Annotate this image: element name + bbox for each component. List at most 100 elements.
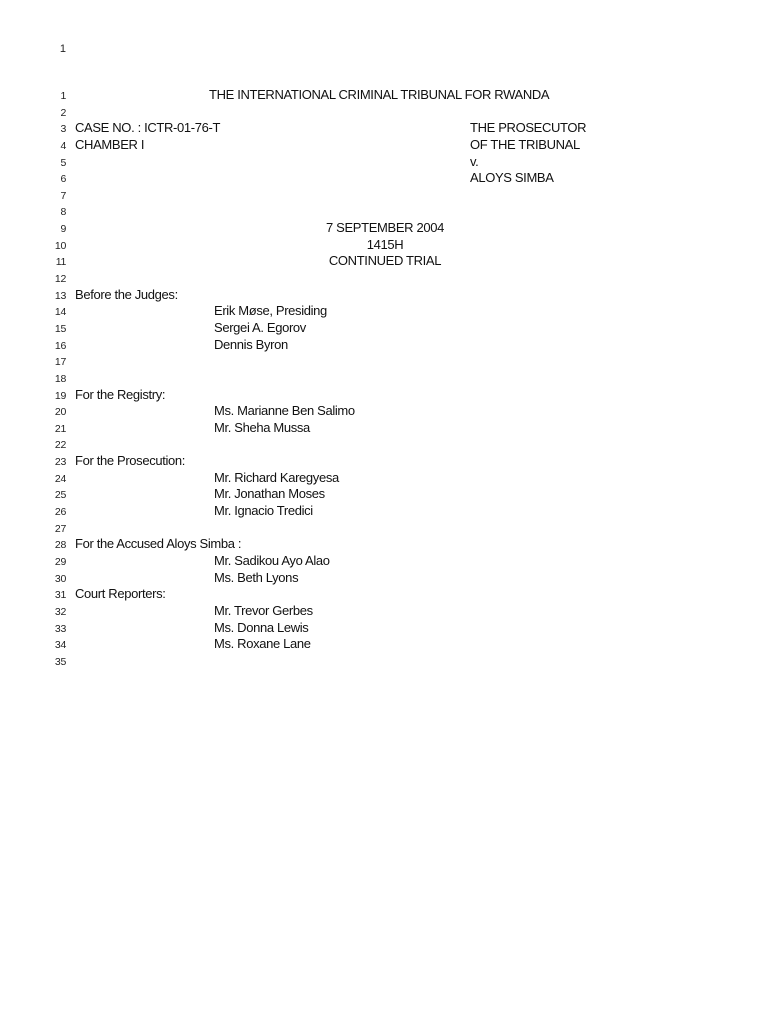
transcript-line: 3 CASE NO. : ICTR-01-76-T THE PROSECUTOR [0, 120, 770, 137]
line-number: 18 [54, 372, 66, 385]
line-number: 30 [54, 572, 66, 585]
defence-label: For the Accused Aloys Simba : [75, 536, 242, 552]
reporters-label: Court Reporters: [75, 586, 166, 602]
accused-name: ALOYS SIMBA [470, 170, 554, 186]
party-line: OF THE TRIBUNAL [470, 136, 580, 152]
line-number: 32 [54, 605, 66, 618]
line-number: 11 [55, 256, 67, 269]
line-number: 27 [54, 522, 66, 535]
session-type: CONTINUED TRIAL [328, 253, 442, 269]
reporter-name: Mr. Trevor Gerbes [214, 602, 313, 618]
transcript-lines: 1 THE INTERNATIONAL CRIMINAL TRIBUNAL FO… [0, 87, 770, 669]
tribunal-title: THE INTERNATIONAL CRIMINAL TRIBUNAL FOR … [209, 87, 550, 102]
transcript-line: 9 7 SEPTEMBER 2004 [0, 220, 770, 237]
line-number: 9 [60, 223, 66, 236]
transcript-line: 27 [0, 520, 770, 537]
line-number: 7 [60, 189, 66, 202]
session-time: 1415H [366, 236, 404, 252]
transcript-line: 32 Mr. Trevor Gerbes [0, 603, 770, 620]
transcript-line: 25 Mr. Jonathan Moses [0, 486, 770, 503]
registry-label: For the Registry: [75, 386, 166, 402]
transcript-line: 35 [0, 653, 770, 670]
case-number: CASE NO. : ICTR-01-76-T [75, 120, 221, 136]
transcript-line: 28 For the Accused Aloys Simba : [0, 536, 770, 553]
line-number: 33 [54, 622, 66, 635]
transcript-line: 21 Mr. Sheha Mussa [0, 420, 770, 437]
session-date: 7 SEPTEMBER 2004 [326, 220, 444, 236]
transcript-line: 26 Mr. Ignacio Tredici [0, 503, 770, 520]
transcript-line: 19 For the Registry: [0, 387, 770, 404]
line-number: 14 [54, 306, 66, 319]
prosecution-label: For the Prosecution: [75, 453, 186, 469]
transcript-line: 33 Ms. Donna Lewis [0, 620, 770, 637]
transcript-line: 6 ALOYS SIMBA [0, 170, 770, 187]
line-number: 12 [54, 273, 66, 286]
party-line: THE PROSECUTOR [470, 120, 587, 136]
transcript-line: 31 Court Reporters: [0, 586, 770, 603]
transcript-line: 4 CHAMBER I OF THE TRIBUNAL [0, 137, 770, 154]
transcript-line: 10 1415H [0, 237, 770, 254]
prosecution-name: Mr. Jonathan Moses [214, 486, 325, 502]
prosecution-name: Mr. Richard Karegyesa [214, 469, 339, 485]
defence-name: Mr. Sadikou Ayo Alao [214, 552, 330, 568]
transcript-line: 11 CONTINUED TRIAL [0, 253, 770, 270]
line-number: 31 [54, 589, 66, 602]
defence-name: Ms. Beth Lyons [214, 569, 299, 585]
judge-name: Erik Møse, Presiding [214, 303, 327, 319]
line-number: 20 [54, 406, 66, 419]
transcript-line: 8 [0, 203, 770, 220]
page-number: 1 [59, 43, 66, 55]
transcript-line: 22 [0, 436, 770, 453]
transcript-line: 13 Before the Judges: [0, 287, 770, 304]
prosecution-name: Mr. Ignacio Tredici [214, 503, 313, 519]
transcript-line: 24 Mr. Richard Karegyesa [0, 470, 770, 487]
line-number: 3 [60, 123, 66, 136]
transcript-line: 1 THE INTERNATIONAL CRIMINAL TRIBUNAL FO… [0, 87, 770, 104]
line-number: 6 [60, 173, 66, 186]
line-number: 29 [54, 555, 66, 568]
line-number: 35 [54, 655, 66, 668]
transcript-line: 29 Mr. Sadikou Ayo Alao [0, 553, 770, 570]
transcript-line: 2 [0, 104, 770, 121]
line-number: 8 [60, 206, 66, 219]
chamber: CHAMBER I [75, 136, 145, 152]
transcript-line: 15 Sergei A. Egorov [0, 320, 770, 337]
transcript-line: 12 [0, 270, 770, 287]
party-line: v. [470, 153, 479, 169]
transcript-line: 17 [0, 353, 770, 370]
line-number: 17 [54, 356, 66, 369]
transcript-line: 7 [0, 187, 770, 204]
line-number: 19 [54, 389, 66, 402]
line-number: 26 [54, 506, 66, 519]
line-number: 15 [54, 322, 66, 335]
registry-name: Ms. Marianne Ben Salimo [214, 403, 355, 419]
line-number: 22 [54, 439, 66, 452]
transcript-line: 5 v. [0, 154, 770, 171]
line-number: 24 [54, 472, 66, 485]
line-number: 34 [54, 639, 66, 652]
transcript-line: 18 [0, 370, 770, 387]
line-number: 10 [54, 239, 66, 252]
line-number: 2 [60, 106, 66, 119]
line-number: 25 [54, 489, 66, 502]
line-number: 21 [54, 422, 66, 435]
judge-name: Sergei A. Egorov [214, 319, 306, 335]
judge-name: Dennis Byron [214, 336, 288, 352]
registry-name: Mr. Sheha Mussa [214, 419, 310, 435]
transcript-line: 16 Dennis Byron [0, 337, 770, 354]
transcript-line: 20 Ms. Marianne Ben Salimo [0, 403, 770, 420]
transcript-line: 30 Ms. Beth Lyons [0, 570, 770, 587]
transcript-line: 23 For the Prosecution: [0, 453, 770, 470]
line-number: 4 [60, 139, 66, 152]
judges-label: Before the Judges: [75, 286, 178, 302]
reporter-name: Ms. Roxane Lane [214, 636, 311, 652]
transcript-line: 34 Ms. Roxane Lane [0, 636, 770, 653]
line-number: 5 [60, 156, 66, 169]
line-number: 13 [54, 289, 66, 302]
line-number: 23 [54, 456, 66, 469]
line-number: 28 [54, 539, 66, 552]
reporter-name: Ms. Donna Lewis [214, 619, 309, 635]
line-number: 16 [54, 339, 66, 352]
line-number: 1 [60, 90, 66, 102]
transcript-line: 14 Erik Møse, Presiding [0, 303, 770, 320]
